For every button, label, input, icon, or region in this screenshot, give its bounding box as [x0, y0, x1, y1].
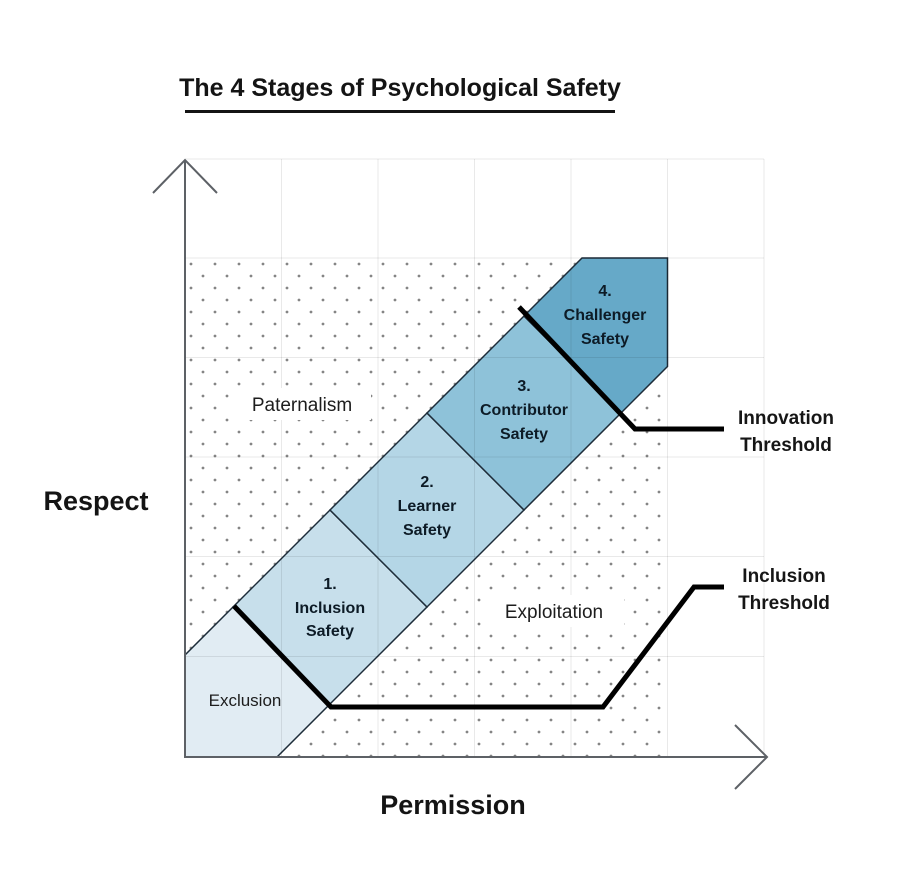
- x-axis-arrow-icon: [734, 724, 769, 790]
- stage-4-number: 4.: [598, 283, 611, 300]
- exclusion-label: Exclusion: [209, 691, 282, 710]
- exploitation-label: Exploitation: [505, 602, 603, 623]
- safety-band: [184, 257, 669, 758]
- stage-2-number: 2.: [420, 474, 433, 491]
- threshold-lines: [232, 305, 724, 710]
- inclusion-threshold-line: [232, 584, 724, 710]
- y-axis-label: Respect: [43, 486, 148, 516]
- inclusion-threshold-label-line2: Threshold: [738, 593, 830, 614]
- stage-2-name: Learner: [398, 498, 457, 515]
- innovation-threshold-line: [517, 305, 724, 432]
- page-title: The 4 Stages of Psychological Safety: [179, 74, 621, 102]
- stage-labels: 1. Inclusion Safety 2. Learner Safety 3.…: [295, 283, 646, 640]
- stage-4-category: Safety: [581, 331, 629, 348]
- stage-1-category: Safety: [306, 623, 354, 640]
- stage-3-number: 3.: [517, 378, 530, 395]
- paternalism-label-backdrop: [233, 388, 371, 420]
- innovation-threshold-label-line1: Innovation: [738, 408, 834, 429]
- stage-3-category: Safety: [500, 426, 548, 443]
- stage-1-number: 1.: [323, 576, 336, 593]
- y-axis-arrow-icon: [152, 158, 218, 194]
- stage-1-name: Inclusion: [295, 600, 365, 617]
- stage-2-category: Safety: [403, 522, 451, 539]
- x-axis-label: Permission: [380, 790, 526, 820]
- title-underline: [185, 110, 615, 113]
- stage-3-name: Contributor: [480, 402, 568, 419]
- axes: [152, 158, 769, 790]
- exploitation-label-backdrop: [484, 595, 624, 627]
- stage-4-name: Challenger: [564, 307, 647, 324]
- paternalism-label: Paternalism: [252, 395, 352, 416]
- region-labels: Paternalism Exploitation Exclusion: [209, 388, 624, 710]
- threshold-labels: Innovation Threshold Inclusion Threshold: [738, 408, 834, 614]
- inclusion-threshold-label-line1: Inclusion: [742, 566, 825, 587]
- innovation-threshold-label-line2: Threshold: [740, 435, 832, 456]
